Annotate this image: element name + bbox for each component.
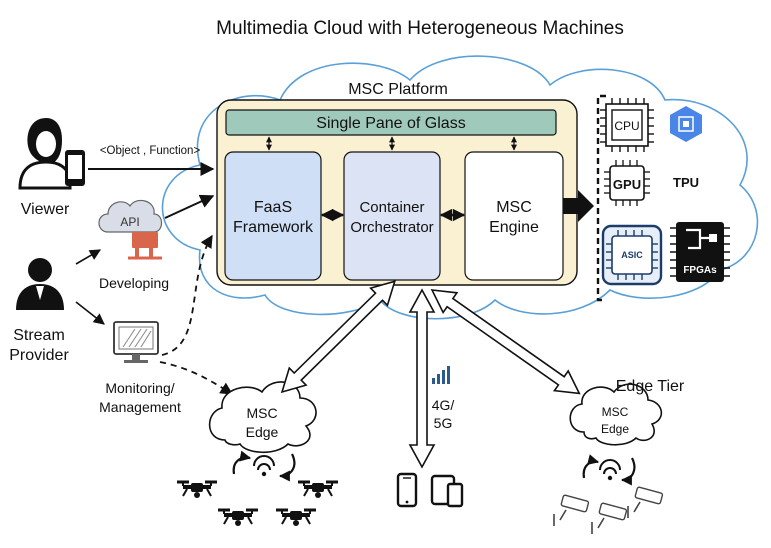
developing-to-faas-arrow — [164, 194, 215, 219]
viewer-icon — [18, 118, 85, 190]
left-edge-cloud — [208, 381, 317, 454]
network-label-line1: 4G/ — [432, 397, 455, 413]
fpga-icon — [670, 222, 730, 282]
faas-framework-box — [224, 151, 322, 281]
cpu-icon — [600, 98, 654, 152]
right-edge-label-line1: MSC — [602, 405, 629, 419]
api-call-label: <Object , Function> — [100, 145, 201, 157]
msc-platform-label: MSC Platform — [348, 81, 448, 98]
api-cloud-icon — [98, 199, 163, 260]
single-pane-label: Single Pane of Glass — [316, 115, 465, 132]
tpu-label: TPU — [673, 175, 699, 190]
right-wireless-sync-icon — [582, 454, 636, 486]
faas-label-line1: FaaS — [254, 199, 292, 216]
security-camera-icon — [627, 486, 664, 518]
drone-icon — [218, 508, 258, 526]
api-label: API — [120, 215, 139, 229]
cpu-label: CPU — [614, 119, 639, 133]
container-orchestrator-box — [343, 151, 441, 281]
engine-to-hardware-arrow — [563, 190, 594, 222]
monitoring-monitor-icon — [113, 321, 159, 363]
left-edge-label-line1: MSC — [246, 405, 277, 421]
faas-label-line2: Framework — [233, 219, 314, 236]
orchestrator-label-line2: Orchestrator — [350, 219, 433, 236]
left-edge-platform-double-arrow — [280, 280, 396, 394]
stream-provider-icon — [16, 258, 64, 310]
drone-icon — [298, 480, 338, 498]
msc-engine-box — [464, 151, 564, 281]
asic-icon — [601, 224, 663, 286]
right-edge-label-line2: Edge — [601, 422, 629, 436]
left-wireless-sync-icon — [232, 450, 296, 482]
monitoring-label-line2: Management — [99, 399, 181, 415]
smartphone-icon — [396, 472, 418, 508]
engine-label-line1: MSC — [496, 199, 532, 216]
engine-label-line2: Engine — [489, 219, 539, 236]
developing-label: Developing — [99, 275, 169, 291]
monitoring-to-platform-dashed-arrow — [161, 234, 213, 356]
right-edge-cloud — [569, 383, 663, 446]
signal-bars-icon — [432, 366, 450, 384]
left-edge-label-line2: Edge — [246, 424, 279, 440]
asic-label: ASIC — [621, 250, 643, 260]
gpu-label: GPU — [613, 177, 641, 192]
stream-provider-label-line2: Provider — [9, 347, 69, 364]
single-pane-of-glass — [225, 109, 557, 136]
drone-icon — [177, 480, 217, 498]
stream-provider-label-line1: Stream — [13, 327, 65, 344]
diagram-title: Multimedia Cloud with Heterogeneous Mach… — [216, 18, 624, 39]
right-edge-platform-double-arrow — [430, 289, 581, 395]
viewer-label: Viewer — [21, 201, 70, 218]
network-platform-double-arrow — [408, 288, 436, 469]
monitoring-label-line1: Monitoring/ — [105, 380, 174, 396]
edge-tier-label: Edge Tier — [616, 378, 685, 395]
orchestrator-label-line1: Container — [359, 199, 424, 216]
network-label-line2: 5G — [434, 415, 453, 431]
hardware-bracket — [596, 94, 606, 302]
provider-to-developing-arrow — [75, 249, 101, 265]
tablet-phone-icon — [430, 474, 464, 508]
tpu-icon — [670, 106, 702, 142]
drone-icon — [276, 508, 316, 526]
security-camera-icon — [591, 502, 628, 534]
security-camera-icon — [553, 494, 590, 526]
provider-to-monitoring-arrow — [75, 301, 105, 325]
fpga-label: FPGAs — [683, 265, 717, 276]
gpu-icon — [604, 160, 650, 206]
